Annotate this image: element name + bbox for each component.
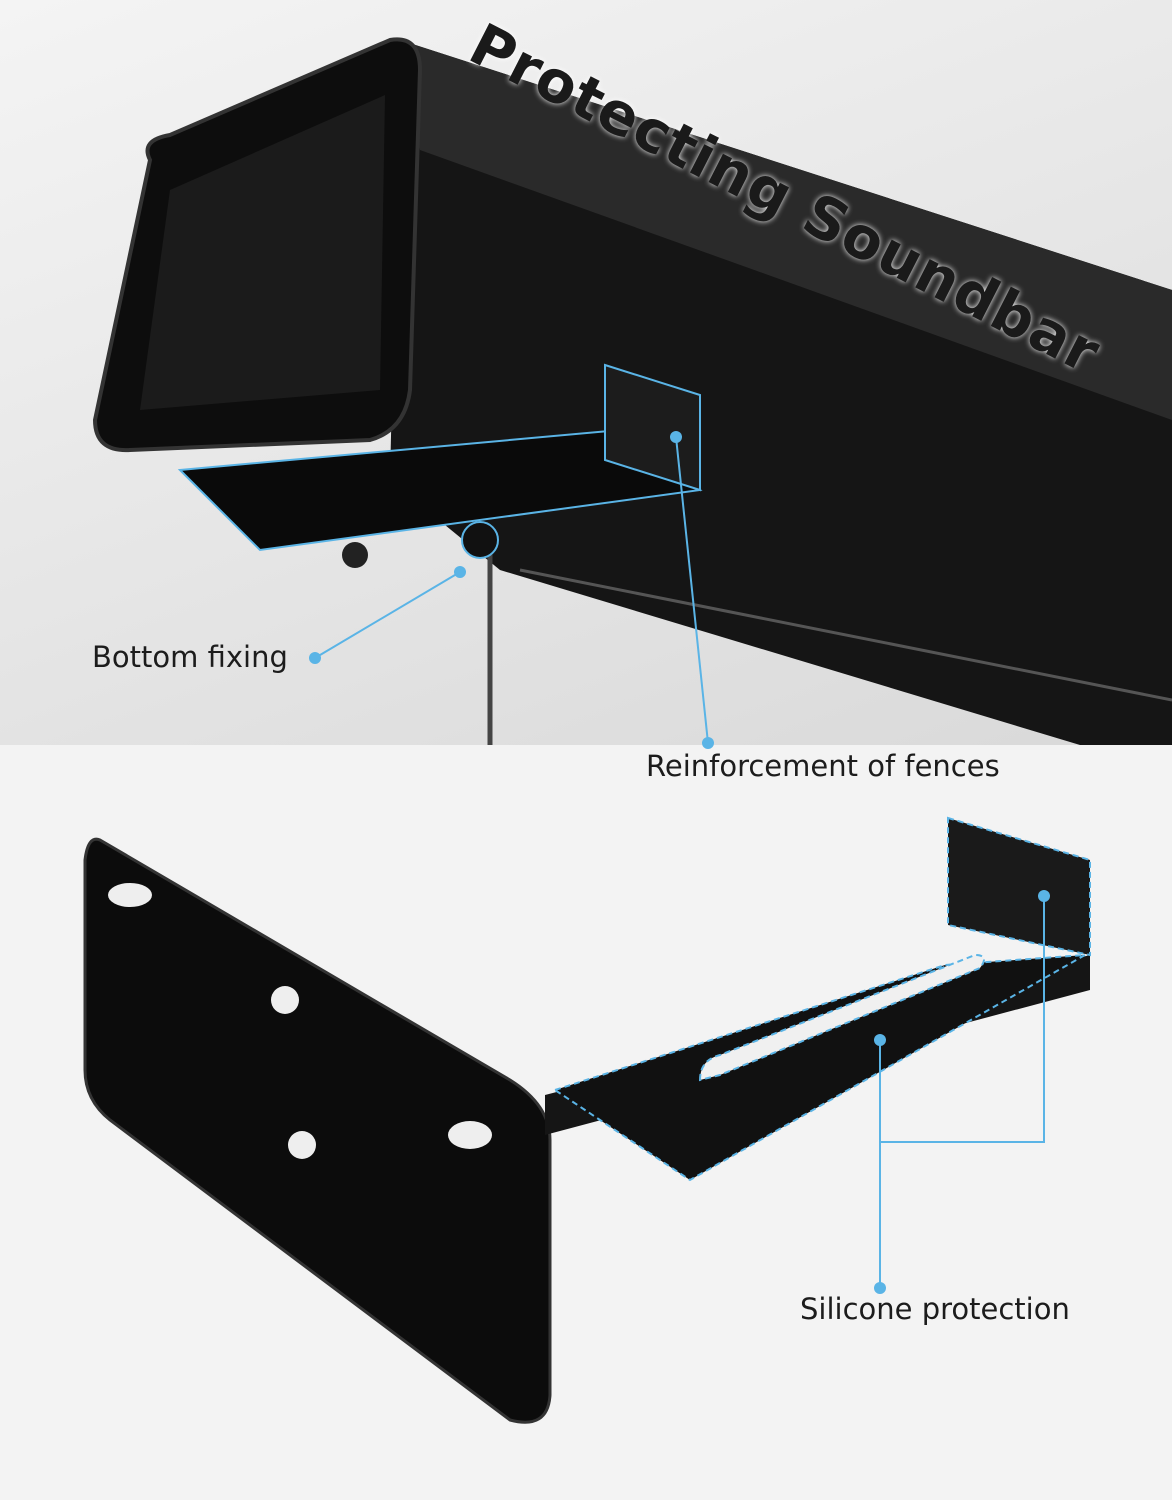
wall-plate xyxy=(83,837,552,1424)
callout-reinforcement: Reinforcement of fences xyxy=(646,749,1000,783)
soundbar-top-face xyxy=(400,40,1172,420)
fence-plate xyxy=(947,816,1091,957)
silicone-pad xyxy=(552,954,1086,1182)
callout-bottom-fixing: Bottom fixing xyxy=(92,640,288,674)
soundbar-body xyxy=(390,40,1172,745)
callout-silicone-protection: Silicone protection xyxy=(800,1292,1070,1326)
